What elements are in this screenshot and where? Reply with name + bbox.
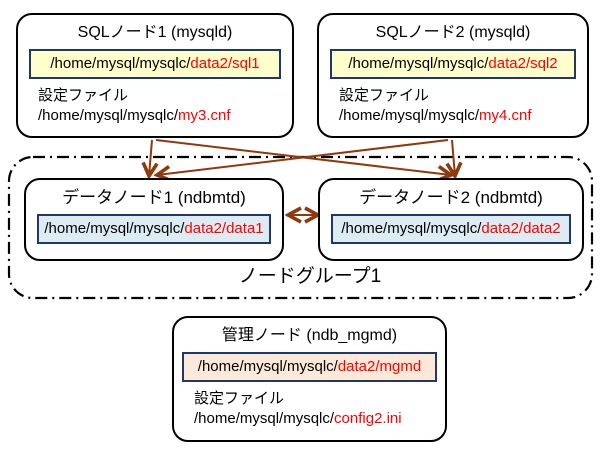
mgmd-path-highlight: data2/mgmd — [337, 358, 422, 375]
sql1-config-prefix: /home/mysql/mysqlc/ — [38, 107, 179, 124]
sql1-config-label: 設定ファイル — [38, 87, 129, 104]
arrow-sql1-to-data2 — [155, 139, 451, 175]
sql2-title: SQLノード2 (mysqld) — [375, 24, 531, 41]
sql1-config-highlight: my3.cnf — [178, 107, 231, 124]
arrow-sql2-to-data1 — [157, 139, 449, 175]
sql2-config-prefix: /home/mysql/mysqlc/ — [339, 107, 480, 124]
data2-title: データノード2 (ndbmtd) — [359, 188, 543, 207]
mgmd-title: 管理ノード (ndb_mgmd) — [221, 327, 398, 344]
data1-path-highlight: data2/data1 — [184, 220, 264, 237]
mgmd-datadir-pathbox: /home/mysql/mysqlc/data2/mgmd — [182, 352, 437, 382]
data2-path-highlight: data2/data2 — [481, 220, 561, 237]
sql1-path-prefix: /home/mysql/mysqlc/ — [50, 55, 191, 72]
data2-datadir-pathbox: /home/mysql/mysqlc/data2/data2 — [331, 214, 571, 244]
node-data2: データノード2 (ndbmtd) /home/mysql/mysqlc/data… — [318, 178, 584, 261]
mgmd-path-prefix: /home/mysql/mysqlc/ — [197, 358, 338, 375]
mgmd-config-prefix: /home/mysql/mysqlc/ — [194, 410, 335, 427]
sql1-path-highlight: data2/sql1 — [190, 55, 260, 72]
sql2-config-highlight: my4.cnf — [479, 107, 532, 124]
arrow-sql2-to-data2 — [452, 139, 455, 176]
sql2-path-highlight: data2/sql2 — [488, 55, 558, 72]
data1-title: データノード1 (ndbmtd) — [62, 188, 246, 207]
arrow-sql1-to-data1 — [149, 139, 152, 176]
node-group-label: ノードグループ1 — [238, 266, 382, 287]
sql1-datadir-pathbox: /home/mysql/mysqlc/data2/sql1 — [29, 49, 281, 79]
data1-datadir-pathbox: /home/mysql/mysqlc/data2/data1 — [37, 214, 271, 244]
mgmd-config-label: 設定ファイル — [194, 390, 285, 407]
sql2-config-label: 設定ファイル — [339, 87, 430, 104]
node-sql1: SQLノード1 (mysqld) /home/mysql/mysqlc/data… — [16, 13, 294, 138]
sql2-path-prefix: /home/mysql/mysqlc/ — [348, 55, 489, 72]
node-data1: データノード1 (ndbmtd) /home/mysql/mysqlc/data… — [24, 178, 284, 261]
sql2-config-path: /home/mysql/mysqlc/my4.cnf — [339, 106, 587, 126]
mgmd-config-highlight: config2.ini — [334, 410, 402, 427]
node-sql2: SQLノード2 (mysqld) /home/mysql/mysqlc/data… — [317, 13, 589, 138]
node-mgmd: 管理ノード (ndb_mgmd) /home/mysql/mysqlc/data… — [172, 316, 447, 442]
sql2-datadir-pathbox: /home/mysql/mysqlc/data2/sql2 — [330, 49, 576, 79]
sql1-config-path: /home/mysql/mysqlc/my3.cnf — [38, 106, 292, 126]
sql1-title: SQLノード1 (mysqld) — [77, 24, 233, 41]
mgmd-config-path: /home/mysql/mysqlc/config2.ini — [194, 409, 445, 429]
data1-path-prefix: /home/mysql/mysqlc/ — [44, 220, 185, 237]
data2-path-prefix: /home/mysql/mysqlc/ — [341, 220, 482, 237]
